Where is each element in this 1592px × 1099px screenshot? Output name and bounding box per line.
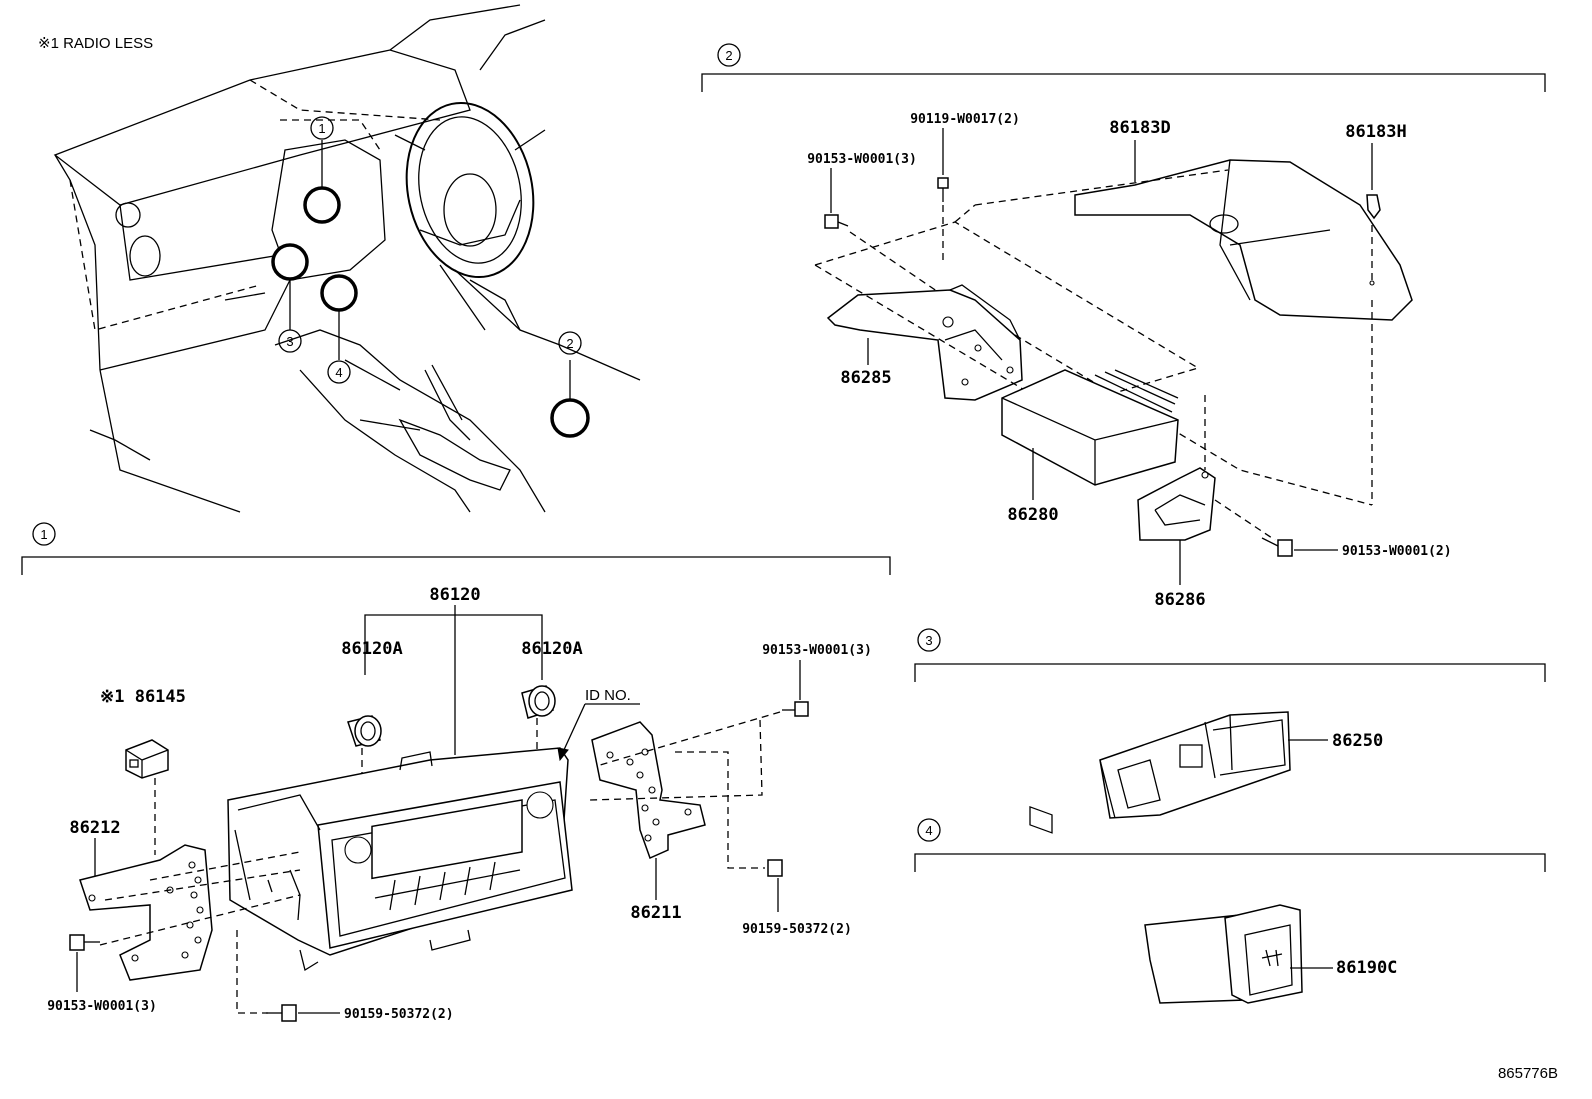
- clip-86183h-icon: [1366, 194, 1381, 220]
- label-86120a-right: 86120A: [521, 639, 582, 659]
- label-86183d: 86183D: [1109, 118, 1170, 138]
- section-1: 1 86120 86120A 86120A: [21, 522, 891, 1022]
- label-86190c: 86190C: [1336, 958, 1397, 978]
- cover-86183d: [1074, 159, 1413, 321]
- radio-less-note: ※1 RADIO LESS: [38, 35, 153, 52]
- knob-86120a-right: [521, 685, 556, 719]
- bolt-90153-right-icon: [794, 701, 809, 717]
- section-2-bracket: [701, 73, 1546, 92]
- section-marker-2: 2: [725, 48, 732, 63]
- overview-marker-3: 3: [286, 334, 293, 349]
- section-marker-1: 1: [40, 527, 47, 542]
- callout-circle-2: [550, 398, 590, 438]
- id-no-arrow-icon: [557, 747, 569, 762]
- section-marker-3: 3: [925, 633, 932, 648]
- bolt-90153-3-icon: [824, 214, 839, 229]
- label-90159-50372-right: 90159-50372(2): [742, 922, 852, 937]
- overview-marker-1: 1: [318, 121, 325, 136]
- label-90153-w0001-3-right: 90153-W0001(3): [762, 643, 872, 658]
- section-2: 2 86183D 86183H 90119-W0017(2) 90153-W00…: [701, 43, 1546, 834]
- bracket-86211: [591, 721, 706, 860]
- bracket-86212: [79, 844, 213, 981]
- label-86285: 86285: [840, 368, 891, 388]
- label-86280: 86280: [1007, 505, 1058, 525]
- callout-circle-1: [303, 186, 341, 224]
- label-90159-50372-bottom: 90159-50372(2): [344, 1007, 454, 1022]
- label-86250: 86250: [1332, 731, 1383, 751]
- section-marker-4: 4: [925, 823, 932, 838]
- label-86120: 86120: [429, 585, 480, 605]
- connector-86145: [125, 739, 169, 779]
- label-90153-w0001-3-top: 90153-W0001(3): [807, 152, 917, 167]
- label-86212: 86212: [69, 818, 120, 838]
- label-86183h: 86183H: [1345, 122, 1406, 142]
- usb-port-86190c: [1144, 904, 1303, 1004]
- diagram-reference-code: 865776B: [1498, 1065, 1558, 1082]
- bolt-90119-icon: [937, 177, 949, 189]
- section-1-bracket: [21, 556, 891, 575]
- bolt-90153-left-icon: [69, 934, 85, 951]
- section-3-bracket: [914, 663, 1546, 682]
- dashboard-overview: 1 3 4 2: [53, 4, 641, 513]
- screw-90159-bottom-icon: [281, 1004, 297, 1022]
- label-90119-w0017: 90119-W0017(2): [910, 112, 1020, 127]
- label-86120a-left: 86120A: [341, 639, 402, 659]
- callout-circle-3: [271, 243, 309, 281]
- label-90153-w0001-2: 90153-W0001(2): [1342, 544, 1452, 559]
- section-3: 3 86250: [914, 628, 1546, 819]
- switch-86250: [1099, 711, 1291, 819]
- id-no-label: ID NO.: [585, 687, 631, 704]
- amplifier-86280: [1001, 369, 1179, 486]
- overview-marker-2: 2: [566, 336, 573, 351]
- knob-86120a-left: [347, 715, 382, 747]
- overview-marker-4: 4: [335, 365, 342, 380]
- label-86211: 86211: [630, 903, 681, 923]
- bolt-90153-2-icon: [1277, 539, 1293, 557]
- audio-head-unit-86120: [227, 747, 573, 972]
- label-90153-w0001-3-left: 90153-W0001(3): [47, 999, 157, 1014]
- section-4-bracket: [914, 853, 1546, 872]
- label-86286: 86286: [1154, 590, 1205, 610]
- section-4: 4 86190C: [914, 818, 1546, 1004]
- callout-circle-4: [320, 274, 358, 312]
- bracket-86286: [1137, 467, 1216, 541]
- label-86145: ※1 86145: [100, 687, 186, 707]
- screw-90159-right-icon: [767, 859, 783, 877]
- bracket-86285: [826, 289, 1023, 401]
